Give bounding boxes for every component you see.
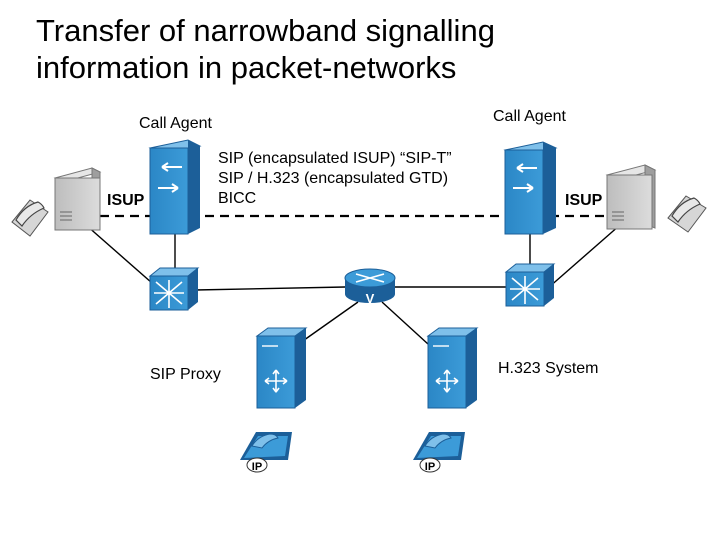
ip-phone-right-icon: IP xyxy=(413,432,465,473)
router-mark: V xyxy=(366,291,375,306)
pbx-left-icon xyxy=(53,167,102,231)
router-icon: V xyxy=(344,268,396,306)
protocol-sip-h323: SIP / H.323 (encapsulated GTD) xyxy=(218,170,449,187)
protocol-bicc: BICC xyxy=(218,190,257,207)
ip-phone-left-icon: IP xyxy=(240,432,292,473)
sip-proxy-server-icon xyxy=(255,327,308,409)
call-agent-right-icon xyxy=(503,141,558,235)
phone-left-icon xyxy=(11,199,49,237)
title-line-2: information in packet-networks xyxy=(36,50,457,85)
atm-switch-left-icon xyxy=(148,267,200,311)
ip-badge-left: IP xyxy=(252,461,262,473)
label-sip-proxy: SIP Proxy xyxy=(150,366,221,383)
label-call-agent-right: Call Agent xyxy=(493,108,566,125)
protocol-list: SIP (encapsulated ISUP) “SIP-T” SIP / H.… xyxy=(218,149,452,209)
atm-switch-right-icon xyxy=(504,263,556,307)
link-switch-right-to-pbx-right xyxy=(547,224,621,289)
label-h323-system: H.323 System xyxy=(498,360,599,377)
h323-server-icon xyxy=(426,327,479,409)
label-call-agent-left: Call Agent xyxy=(139,115,212,132)
phone-right-icon xyxy=(667,195,707,233)
label-isup-right: ISUP xyxy=(565,192,603,209)
label-isup-left: ISUP xyxy=(107,192,145,209)
title-line-1: Transfer of narrowband signalling xyxy=(36,13,495,48)
protocol-sip-t: SIP (encapsulated ISUP) “SIP-T” xyxy=(218,150,452,167)
link-switch-left-to-router xyxy=(194,286,346,291)
pbx-right-icon xyxy=(605,164,657,230)
call-agent-left-icon xyxy=(148,139,202,235)
ip-badge-right: IP xyxy=(425,461,435,473)
